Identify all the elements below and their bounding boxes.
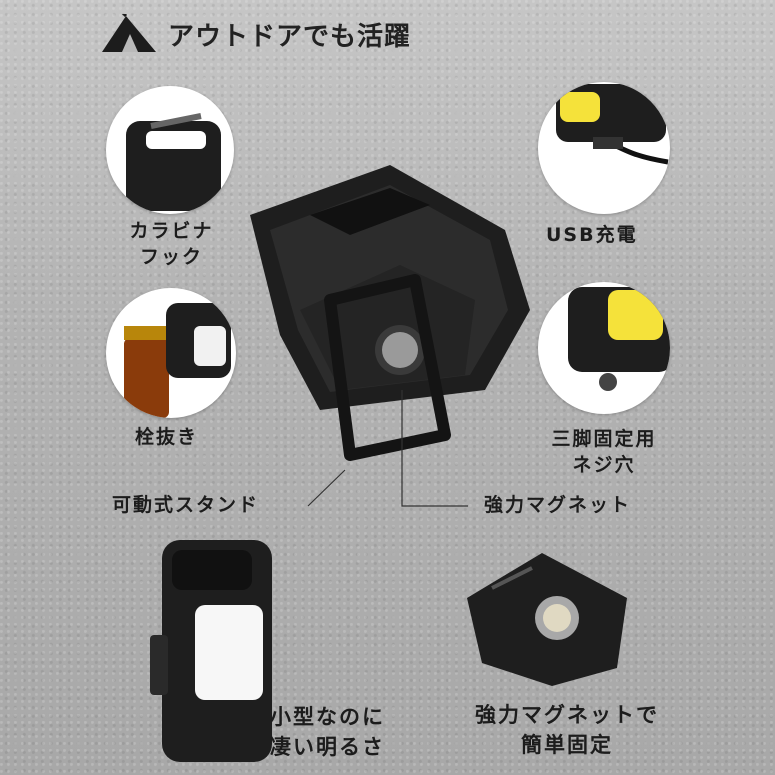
- usb-circle-image: [538, 82, 670, 214]
- stand-label: 可動式スタンド: [112, 494, 260, 516]
- lit-product-image: [140, 535, 280, 765]
- tent-icon: [100, 14, 158, 54]
- product-main-image: [240, 160, 540, 470]
- page-header: アウトドアでも活躍: [100, 8, 411, 60]
- usb-label: USB充電: [546, 224, 638, 246]
- magnet-label: 強力マグネット: [484, 494, 632, 516]
- brightness-label: 小型なのに 凄い明るさ: [270, 705, 385, 759]
- magnet-product-image: [462, 548, 632, 688]
- bottle-opener-circle-image: [106, 288, 236, 418]
- page-title: アウトドアでも活躍: [168, 21, 412, 52]
- magnet-mount-label: 強力マグネットで 簡単固定: [475, 703, 659, 757]
- carabiner-label: カラビナ フック: [129, 220, 214, 268]
- bottle-opener-label: 栓抜き: [135, 426, 199, 448]
- tripod-circle-image: [538, 282, 670, 414]
- tripod-label: 三脚固定用 ネジ穴: [551, 428, 657, 476]
- carabiner-circle-image: [106, 86, 234, 214]
